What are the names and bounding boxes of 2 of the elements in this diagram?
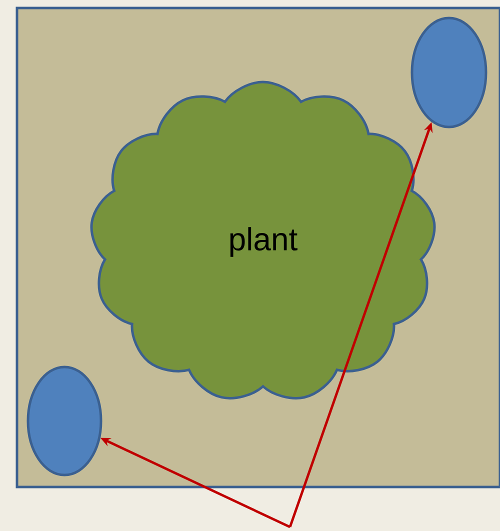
ellipse-shape: [410, 16, 488, 128]
ellipse-shape: [26, 366, 102, 476]
